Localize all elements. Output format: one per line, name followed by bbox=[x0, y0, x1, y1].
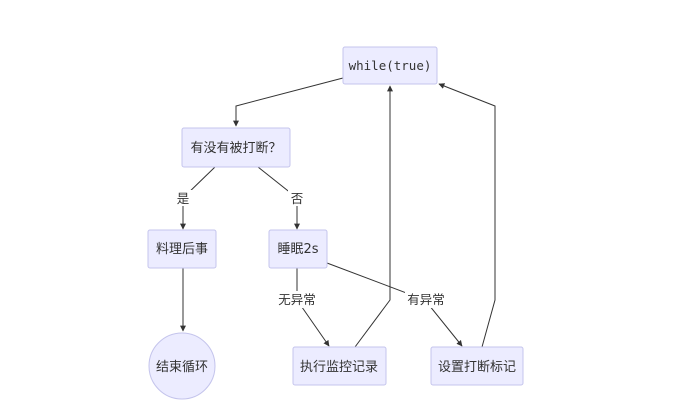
node-while-true-label: while(true) bbox=[349, 58, 432, 73]
edge-record-to-loop bbox=[354, 85, 393, 348]
edge-label-no-exception: 无异常 bbox=[276, 291, 318, 308]
edge-label-yes-text: 是 bbox=[177, 191, 190, 206]
node-sleep-label: 睡眠2s bbox=[277, 242, 318, 257]
node-interrupted-check[interactable]: 有没有被打断？ bbox=[181, 127, 291, 168]
edge-label-no-text: 否 bbox=[291, 191, 304, 206]
node-set-interrupt-flag[interactable]: 设置打断标记 bbox=[430, 346, 524, 386]
node-set-interrupt-flag-label: 设置打断标记 bbox=[438, 360, 516, 375]
node-end-loop[interactable]: 结束循环 bbox=[148, 332, 216, 400]
edge-label-no-exception-text: 无异常 bbox=[278, 292, 316, 307]
edge-label-exception-text: 有异常 bbox=[407, 292, 445, 307]
node-record-label: 执行监控记录 bbox=[300, 360, 378, 375]
node-cleanup[interactable]: 料理后事 bbox=[147, 229, 217, 269]
edge-mark-to-loop bbox=[438, 83, 496, 348]
nodes-layer: while(true) 有没有被打断？ 料理后事 睡眠2s 结束循环 执行监控记… bbox=[147, 46, 524, 400]
node-cleanup-label: 料理后事 bbox=[156, 242, 208, 257]
node-interrupted-check-label: 有没有被打断？ bbox=[190, 141, 281, 156]
node-sleep[interactable]: 睡眠2s bbox=[268, 229, 328, 269]
edge-loop-to-check bbox=[233, 77, 344, 127]
edges-layer bbox=[180, 77, 496, 348]
node-record[interactable]: 执行监控记录 bbox=[292, 346, 387, 386]
edge-labels-layer: 是 否 无异常 有异常 bbox=[174, 190, 447, 308]
edge-label-yes: 是 bbox=[174, 190, 192, 206]
edge-label-no: 否 bbox=[288, 190, 306, 206]
node-end-loop-label: 结束循环 bbox=[156, 360, 208, 375]
edge-label-exception: 有异常 bbox=[405, 291, 447, 308]
node-while-true[interactable]: while(true) bbox=[342, 46, 438, 85]
